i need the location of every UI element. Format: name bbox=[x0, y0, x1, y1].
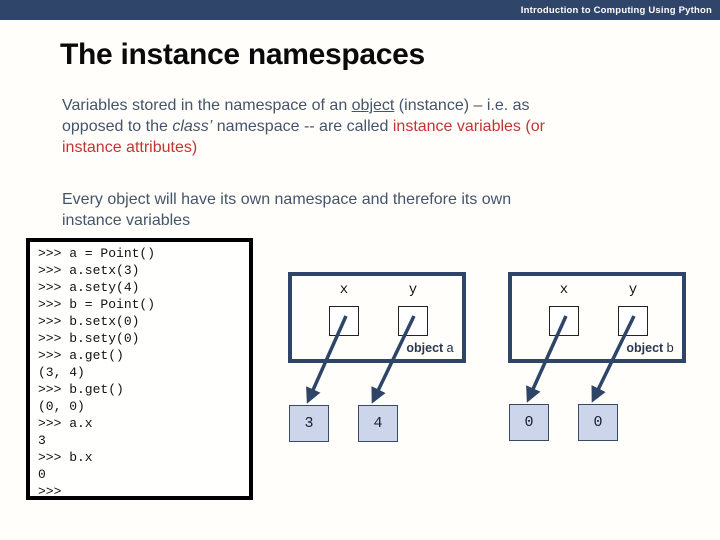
object-a-attr-y-slot bbox=[398, 306, 428, 336]
paragraph-intro-line-3: instance attributes) bbox=[62, 139, 198, 156]
object-a-attr-y-label: y bbox=[408, 282, 418, 298]
paragraph-every-object-line-1: Every object will have its own namespace… bbox=[62, 191, 512, 208]
object-b-attr-y-slot bbox=[618, 306, 648, 336]
text-run: Variables stored in the namespace of an bbox=[62, 97, 352, 114]
object-a-attr-x-label: x bbox=[339, 282, 349, 298]
paragraph-every-object-line-2: instance variables bbox=[62, 212, 191, 229]
object-b-attr-x-slot bbox=[549, 306, 579, 336]
highlighted-term: instance variables (or bbox=[392, 118, 545, 135]
object-a-attr-x-slot bbox=[329, 306, 359, 336]
value-cell-a-x: 3 bbox=[289, 405, 329, 442]
paragraph-intro-line-2: opposed to the class’ namespace -- are c… bbox=[62, 116, 545, 137]
paragraph-intro-line-1: Variables stored in the namespace of an … bbox=[62, 95, 545, 116]
underlined-object-word: object bbox=[351, 97, 395, 114]
object-b-name: b bbox=[666, 341, 674, 356]
header-bar: Introduction to Computing Using Python bbox=[0, 0, 720, 20]
slide-title: The instance namespaces bbox=[60, 38, 425, 71]
paragraph-every-object: Every object will have its own namespace… bbox=[62, 189, 511, 231]
object-b-attr-x-label: x bbox=[559, 282, 569, 298]
text-run: (instance) – i.e. as bbox=[394, 97, 530, 114]
object-b-attr-y-label: y bbox=[628, 282, 638, 298]
text-run: namespace -- are called bbox=[212, 118, 393, 135]
course-title: Introduction to Computing Using Python bbox=[520, 4, 712, 16]
text-run: opposed to the bbox=[62, 118, 173, 135]
italic-class-word: class’ bbox=[172, 118, 213, 135]
paragraph-intro: Variables stored in the namespace of an … bbox=[62, 95, 545, 158]
caption-word: object bbox=[626, 341, 664, 355]
caption-word: object bbox=[406, 341, 444, 355]
python-shell-listing: >>> a = Point() >>> a.setx(3) >>> a.sety… bbox=[26, 238, 253, 500]
value-cell-b-y: 0 bbox=[578, 404, 618, 441]
value-cell-a-y: 4 bbox=[358, 405, 398, 442]
value-cell-b-x: 0 bbox=[509, 404, 549, 441]
object-a-name: a bbox=[446, 341, 454, 356]
